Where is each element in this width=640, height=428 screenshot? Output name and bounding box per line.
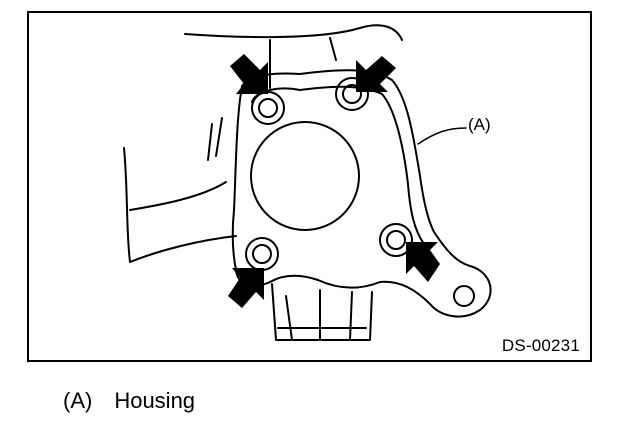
bolt-lower-right (379, 223, 413, 257)
hub-bore (250, 121, 360, 231)
lower-lug-hole (453, 285, 475, 307)
callout-leader (417, 127, 467, 145)
upper-arm-outline-inner (269, 37, 337, 89)
arrows-group (228, 54, 440, 308)
legend-key: (A) (63, 388, 93, 413)
side-rib (207, 117, 223, 161)
arrow-lower-right (406, 242, 440, 282)
lower-arm-outline (123, 147, 237, 263)
legend-label: Housing (114, 388, 196, 413)
callout-label: (A) (468, 115, 491, 134)
bolt-upper-right (335, 77, 369, 111)
bolt-upper-left (251, 91, 285, 125)
bolt-lower-left (245, 237, 279, 271)
figure-code: DS-00231 (501, 336, 580, 355)
figure-frame: DS-00231 (27, 11, 592, 362)
legend: (A) Housing (63, 388, 195, 414)
arrow-upper-right (356, 56, 396, 92)
arrow-lower-left (228, 268, 264, 308)
upper-arm-outline (184, 24, 403, 41)
bottom-bracket (271, 283, 373, 341)
housing-inner-edge (251, 85, 425, 245)
arrow-upper-left (230, 54, 268, 94)
lower-arm-inner (129, 181, 227, 211)
